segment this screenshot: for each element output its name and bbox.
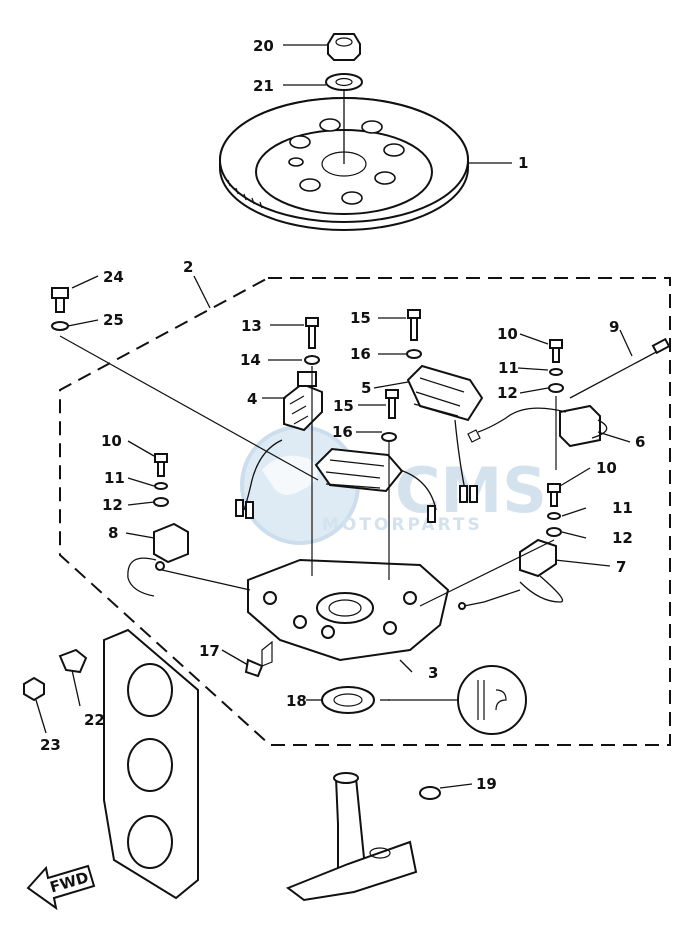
callout-11-right: 11	[612, 499, 633, 517]
callout-7: 7	[616, 558, 626, 576]
watermark-sub: MOTORPARTS	[322, 515, 483, 535]
callout-12-left: 12	[102, 496, 123, 514]
callout-15-lower: 15	[333, 397, 354, 415]
watermark-logo: CMS MOTORPARTS	[240, 425, 547, 545]
callout-labels: 20 21 1 2 24 25 13 14 4 15 16 5 15 16 10…	[40, 37, 645, 793]
callout-13: 13	[241, 317, 262, 335]
screw-15-upper	[407, 309, 421, 341]
leader-lines	[35, 44, 633, 789]
callout-19: 19	[476, 775, 497, 793]
callout-20: 20	[253, 37, 274, 55]
bracket-22	[58, 648, 88, 674]
bolt-23	[23, 676, 45, 702]
stator-assembly-boundary	[59, 277, 671, 746]
callout-10-right: 10	[596, 459, 617, 477]
screw-13	[305, 317, 319, 349]
screw-10-right-top	[549, 339, 563, 363]
flywheel-nut	[327, 33, 361, 61]
oil-seal	[321, 686, 390, 714]
callout-1: 1	[518, 154, 528, 172]
callout-8: 8	[108, 524, 118, 542]
callout-11-top: 11	[498, 359, 519, 377]
callout-25: 25	[103, 311, 124, 329]
callout-17: 17	[199, 642, 220, 660]
woodruff-key	[419, 786, 441, 800]
charge-coil-lower	[314, 447, 437, 523]
clamp-17	[244, 658, 264, 678]
washer-14	[304, 355, 320, 365]
callout-21: 21	[253, 77, 274, 95]
callout-3: 3	[428, 664, 438, 682]
cdi-unit	[467, 404, 608, 448]
washer-12-right-bottom	[546, 527, 562, 537]
callout-9: 9	[609, 318, 619, 336]
screw-15-lower	[385, 389, 399, 419]
callout-10-left: 10	[101, 432, 122, 450]
callout-12-right: 12	[612, 529, 633, 547]
stator-base-plate	[247, 558, 450, 667]
callout-14: 14	[240, 351, 261, 369]
washer-16-lower	[381, 432, 397, 442]
washer-11-left	[154, 482, 168, 490]
callout-4: 4	[247, 390, 257, 408]
washer-12-right-top	[548, 383, 564, 393]
callout-5: 5	[361, 379, 371, 397]
crankcase-cover	[103, 628, 199, 900]
screw-10-left	[154, 453, 168, 477]
washer-25	[51, 321, 69, 331]
ignition-coil-left	[127, 522, 189, 597]
callout-16-upper: 16	[350, 345, 371, 363]
spark-plug-lead	[569, 337, 671, 399]
detail-inset	[388, 665, 527, 735]
flywheel-group	[219, 90, 469, 231]
washer-11-right-top	[549, 368, 563, 376]
callout-10-top: 10	[497, 325, 518, 343]
bolt-24	[51, 287, 69, 313]
callout-23: 23	[40, 736, 61, 754]
callout-6: 6	[635, 433, 645, 451]
washer-16-upper	[406, 349, 422, 359]
callout-22: 22	[84, 711, 105, 729]
callout-24: 24	[103, 268, 124, 286]
crankshaft	[285, 772, 418, 902]
screw-10-right-bottom	[547, 483, 561, 507]
charge-coil-upper	[406, 364, 484, 503]
ignition-coil	[458, 538, 564, 610]
callout-2: 2	[183, 258, 193, 276]
washer-11-right-bottom	[547, 512, 561, 520]
washer-12-left	[153, 497, 169, 507]
fwd-arrow-icon: FWD	[26, 864, 96, 911]
callout-16-lower: 16	[332, 423, 353, 441]
callout-18: 18	[286, 692, 307, 710]
callout-15-upper: 15	[350, 309, 371, 327]
flywheel-washer	[325, 73, 363, 91]
callout-12-top: 12	[497, 384, 518, 402]
callout-11-left: 11	[104, 469, 125, 487]
